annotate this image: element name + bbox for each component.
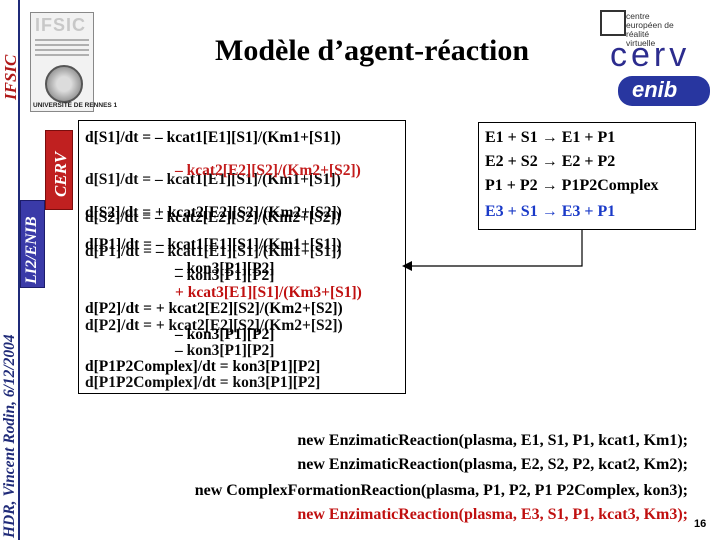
reaction-line: E2 + S2 → E2 + P2: [485, 153, 616, 170]
equation-line: d[S2]/dt = + kcat2[E2][S2]/(Km2+[S2]): [85, 204, 342, 221]
equation-box: d[S1]/dt = – kcat1[E1][S1]/(Km1+[S1]) d[…: [78, 120, 406, 394]
equation-line: d[P1]/dt = – kcat1[E1][S1]/(Km1+[S1]): [85, 243, 342, 260]
cerv-logo-wordmark: cerv: [610, 36, 691, 74]
code-line: new EnzimaticReaction(plasma, E2, S2, P2…: [297, 456, 688, 473]
sidebar-footer-label: HDR, Vincent Rodin, 6/12/2004: [1, 334, 18, 538]
equation-line: d[P1P2Complex]/dt = kon3[P1][P2]: [85, 374, 321, 391]
equation-line: d[P2]/dt = + kcat2[E2][S2]/(Km2+[S2]): [85, 317, 343, 334]
equation-line: – kon3[P1][P2]: [175, 342, 275, 359]
reaction-line: P1 + P2 → P1P2Complex: [485, 177, 659, 194]
university-seal-icon: [45, 65, 83, 103]
sidebar-li2-tab: [20, 200, 45, 288]
univ-logo-ifsic: IFSIC: [35, 15, 87, 35]
connector-arrow-icon: [402, 230, 583, 271]
page-number: 16: [694, 518, 707, 530]
cerv-logo: centre européen de réalité virtuelle cer…: [600, 10, 712, 74]
sidebar-cerv-label: CERV: [51, 151, 70, 197]
reaction-box: E1 + S1 → E1 + P1 E2 + S2 → E2 + P2 P1 +…: [478, 122, 696, 230]
equation-line: d[P1]/dt = – kcat1[E1][S1]/(Km1+[S1]): [85, 236, 342, 253]
equation-line: – kcat2[E2][S2]/(Km2+[S2]): [175, 162, 361, 179]
code-line: new ComplexFormationReaction(plasma, P1,…: [194, 482, 688, 499]
sidebar-ifsic-label: IFSIC: [1, 54, 20, 100]
sidebar-divider: [18, 0, 20, 540]
equation-line: – kon3[P1][P2]: [175, 260, 275, 277]
equation-line: d[S1]/dt = – kcat1[E1][S1]/(Km1+[S1]): [85, 171, 341, 188]
university-logo: IFSIC UNIVERSITÉ DE RENNES 1: [30, 12, 117, 112]
univ-logo-lines: [35, 39, 89, 59]
equation-line: – kon3[P1][P2]: [175, 267, 275, 284]
equation-line: d[S1]/dt = – kcat1[E1][S1]/(Km1+[S1]): [85, 129, 341, 146]
slide-title: Modèle d’agent-réaction: [215, 34, 530, 67]
code-line: new EnzimaticReaction(plasma, E3, S1, P1…: [297, 506, 688, 523]
equation-line: – kon3[P1][P2]: [175, 326, 275, 343]
reaction-line: E1 + S1 → E1 + P1: [485, 129, 616, 146]
reaction-line: E3 + S1 → E3 + P1: [485, 203, 616, 220]
enib-logo: enib: [618, 76, 710, 106]
univ-logo-name: UNIVERSITÉ DE RENNES 1: [33, 102, 118, 109]
enib-logo-wordmark: enib: [632, 77, 678, 102]
cerv-logo-subtitle: centre européen de réalité virtuelle: [626, 11, 674, 48]
cerv-box-icon: [600, 10, 626, 36]
equation-line: d[P2]/dt = + kcat2[E2][S2]/(Km2+[S2]): [85, 300, 343, 317]
sidebar-cerv-tab: [45, 130, 73, 210]
sidebar-li2-label: LI2/ENIB: [23, 216, 40, 284]
equation-line: + kcat3[E1][S1]/(Km3+[S1]): [175, 284, 362, 301]
equation-line: d[S2]/dt = – kcat2[E2][S2]/(Km2+[S2]): [85, 209, 341, 226]
code-line: new EnzimaticReaction(plasma, E1, S1, P1…: [297, 432, 688, 449]
equation-line: d[P1P2Complex]/dt = kon3[P1][P2]: [85, 358, 321, 375]
